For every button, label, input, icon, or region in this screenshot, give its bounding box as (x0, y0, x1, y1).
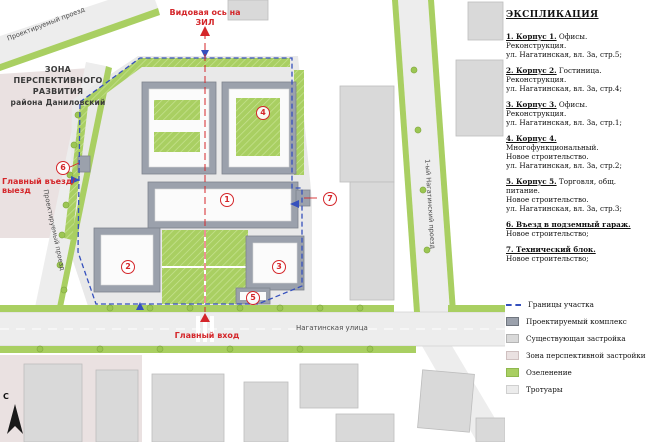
building-marker-1: 1 (220, 193, 234, 207)
building-marker-2: 2 (121, 260, 135, 274)
plan-drawing (0, 0, 505, 442)
legend-title: ЭКСПЛИКАЦИЯ (506, 10, 599, 20)
legend-symbol-zone: Зона перспективной застройки (506, 350, 648, 361)
legend-item-desc: Гостиница. Реконструкция. (506, 66, 602, 84)
legend-symbol-label: Зона перспективной застройки (526, 351, 646, 360)
legend-item-line: ул. Нагатинская, вл. 3а, стр.3; (506, 204, 622, 213)
street-nagatinskaya-label: Нагатинская улица (296, 324, 368, 332)
existing-buildings-swatch (506, 334, 519, 343)
main-entrance-label: Главный вход (174, 331, 240, 340)
building-marker-6: 6 (56, 161, 70, 175)
legend-item-title: 7. Технический блок. (506, 245, 596, 254)
legend-item-desc: Офисы. Реконструкция. (506, 100, 588, 118)
legend-item-text: 1. Корпус 1. Офисы. Реконструкция. (506, 32, 648, 50)
legend-symbol-label: Озеленение (526, 368, 572, 377)
view-axis-label-line1: Видовая ось на (169, 8, 241, 17)
legend-item-title: 3. Корпус 3. (506, 100, 557, 109)
legend-item-line: ул. Нагатинская, вл. 3а, стр.5; (506, 50, 622, 59)
compass-letter: С (3, 392, 9, 401)
main-gate-label: Главный въезд/выезд (2, 177, 76, 195)
master-plan: Видовая ось на ЗИЛ ЗОНА ПЕРСПЕКТИВНОГО Р… (0, 0, 505, 442)
zone-label-line1: ЗОНА (44, 65, 72, 74)
building-block-upper-left (141, 81, 217, 175)
greenery-swatch (506, 368, 519, 377)
legend-item-desc: Торговля, общ. питание. (506, 177, 617, 195)
legend-symbol-existing: Существующая застройка (506, 333, 648, 344)
legend-symbol-label: Границы участка (528, 300, 594, 309)
legend-item-desc: Многофункциональный. (506, 143, 599, 152)
legend-item-title: 1. Корпус 1. (506, 32, 557, 41)
legend-item-line: Новое строительство. (506, 195, 589, 204)
legend-item-title: 6. Въезд в подземный гараж. (506, 220, 631, 229)
legend-item-desc: Офисы. Реконструкция. (506, 32, 588, 50)
legend-item-line: Новое строительство; (506, 229, 589, 238)
perspective-zone-swatch (506, 351, 519, 360)
legend-item-2: 2. Корпус 2. Гостиница. Реконструкция. у… (506, 66, 648, 93)
legend-symbol-greenery: Озеленение (506, 367, 648, 378)
building-2-block (93, 227, 161, 293)
development-zone-label: ЗОНА ПЕРСПЕКТИВНОГО РАЗВИТИЯ района Дани… (8, 64, 108, 108)
legend-items: 1. Корпус 1. Офисы. Реконструкция. ул. Н… (506, 32, 648, 263)
building-4-block (221, 81, 297, 175)
sidewalks-swatch (506, 385, 519, 394)
legend-symbol-sidewalks: Тротуары (506, 384, 648, 395)
legend-item-line: ул. Нагатинская, вл. 3а, стр.2; (506, 161, 622, 170)
zone-label-line2: ПЕРСПЕКТИВНОГО (13, 76, 103, 85)
legend-item-line: ул. Нагатинская, вл. 3а, стр.1; (506, 118, 622, 127)
view-axis-label-line2: ЗИЛ (195, 17, 215, 27)
legend-item-7: 7. Технический блок. Новое строительство… (506, 245, 648, 263)
legend-item-line: Новое строительство. (506, 152, 589, 161)
legend-symbol-boundary: Границы участка (506, 299, 648, 310)
legend-item-line: ул. Нагатинская, вл. 3а, стр.4; (506, 84, 622, 93)
boundary-line-swatch (506, 303, 521, 306)
legend-panel: ЭКСПЛИКАЦИЯ 1. Корпус 1. Офисы. Реконстр… (506, 10, 648, 401)
legend-item-text: 2. Корпус 2. Гостиница. Реконструкция. (506, 66, 648, 84)
garage-entry-6 (77, 155, 91, 173)
legend-symbol-proposed: Проектируемый комплекс (506, 316, 648, 327)
legend-item-title: 5. Корпус 5. (506, 177, 557, 186)
proposed-complex-swatch (506, 317, 519, 326)
existing-buildings-layer (23, 0, 505, 442)
legend-item-line: Новое строительство; (506, 254, 589, 263)
trees-layer (36, 66, 431, 353)
zone-label-line4: района Даниловский (10, 98, 106, 107)
view-axis-line (69, 26, 317, 322)
crosswalk (196, 316, 214, 342)
zone-label-line3: РАЗВИТИЯ (32, 87, 84, 96)
building-marker-7: 7 (323, 192, 337, 206)
legend-item-text: 3. Корпус 3. Офисы. Реконструкция. (506, 100, 648, 118)
legend-item-title: 4. Корпус 4. (506, 134, 557, 143)
north-arrow-icon (7, 404, 23, 434)
legend-symbols: Границы участка Проектируемый комплекс С… (506, 299, 648, 395)
building-marker-5: 5 (246, 291, 260, 305)
view-axis-label: Видовая ось на ЗИЛ (158, 8, 252, 27)
legend-item-4: 4. Корпус 4. Многофункциональный. Новое … (506, 134, 648, 170)
legend-symbol-label: Существующая застройка (526, 334, 626, 343)
legend-item-1: 1. Корпус 1. Офисы. Реконструкция. ул. Н… (506, 32, 648, 59)
legend-item-text: 5. Корпус 5. Торговля, общ. питание. (506, 177, 648, 195)
legend-item-3: 3. Корпус 3. Офисы. Реконструкция. ул. Н… (506, 100, 648, 127)
legend-item-6: 6. Въезд в подземный гараж. Новое строит… (506, 220, 648, 238)
legend-symbol-label: Тротуары (526, 385, 563, 394)
legend-item-text: 7. Технический блок. (506, 245, 648, 254)
legend-item-text: 4. Корпус 4. Многофункциональный. (506, 134, 648, 152)
legend-item-5: 5. Корпус 5. Торговля, общ. питание. Нов… (506, 177, 648, 213)
building-marker-3: 3 (272, 260, 286, 274)
legend-item-title: 2. Корпус 2. (506, 66, 557, 75)
legend-symbol-label: Проектируемый комплекс (526, 317, 627, 326)
legend-item-text: 6. Въезд в подземный гараж. (506, 220, 648, 229)
building-marker-4: 4 (256, 106, 270, 120)
